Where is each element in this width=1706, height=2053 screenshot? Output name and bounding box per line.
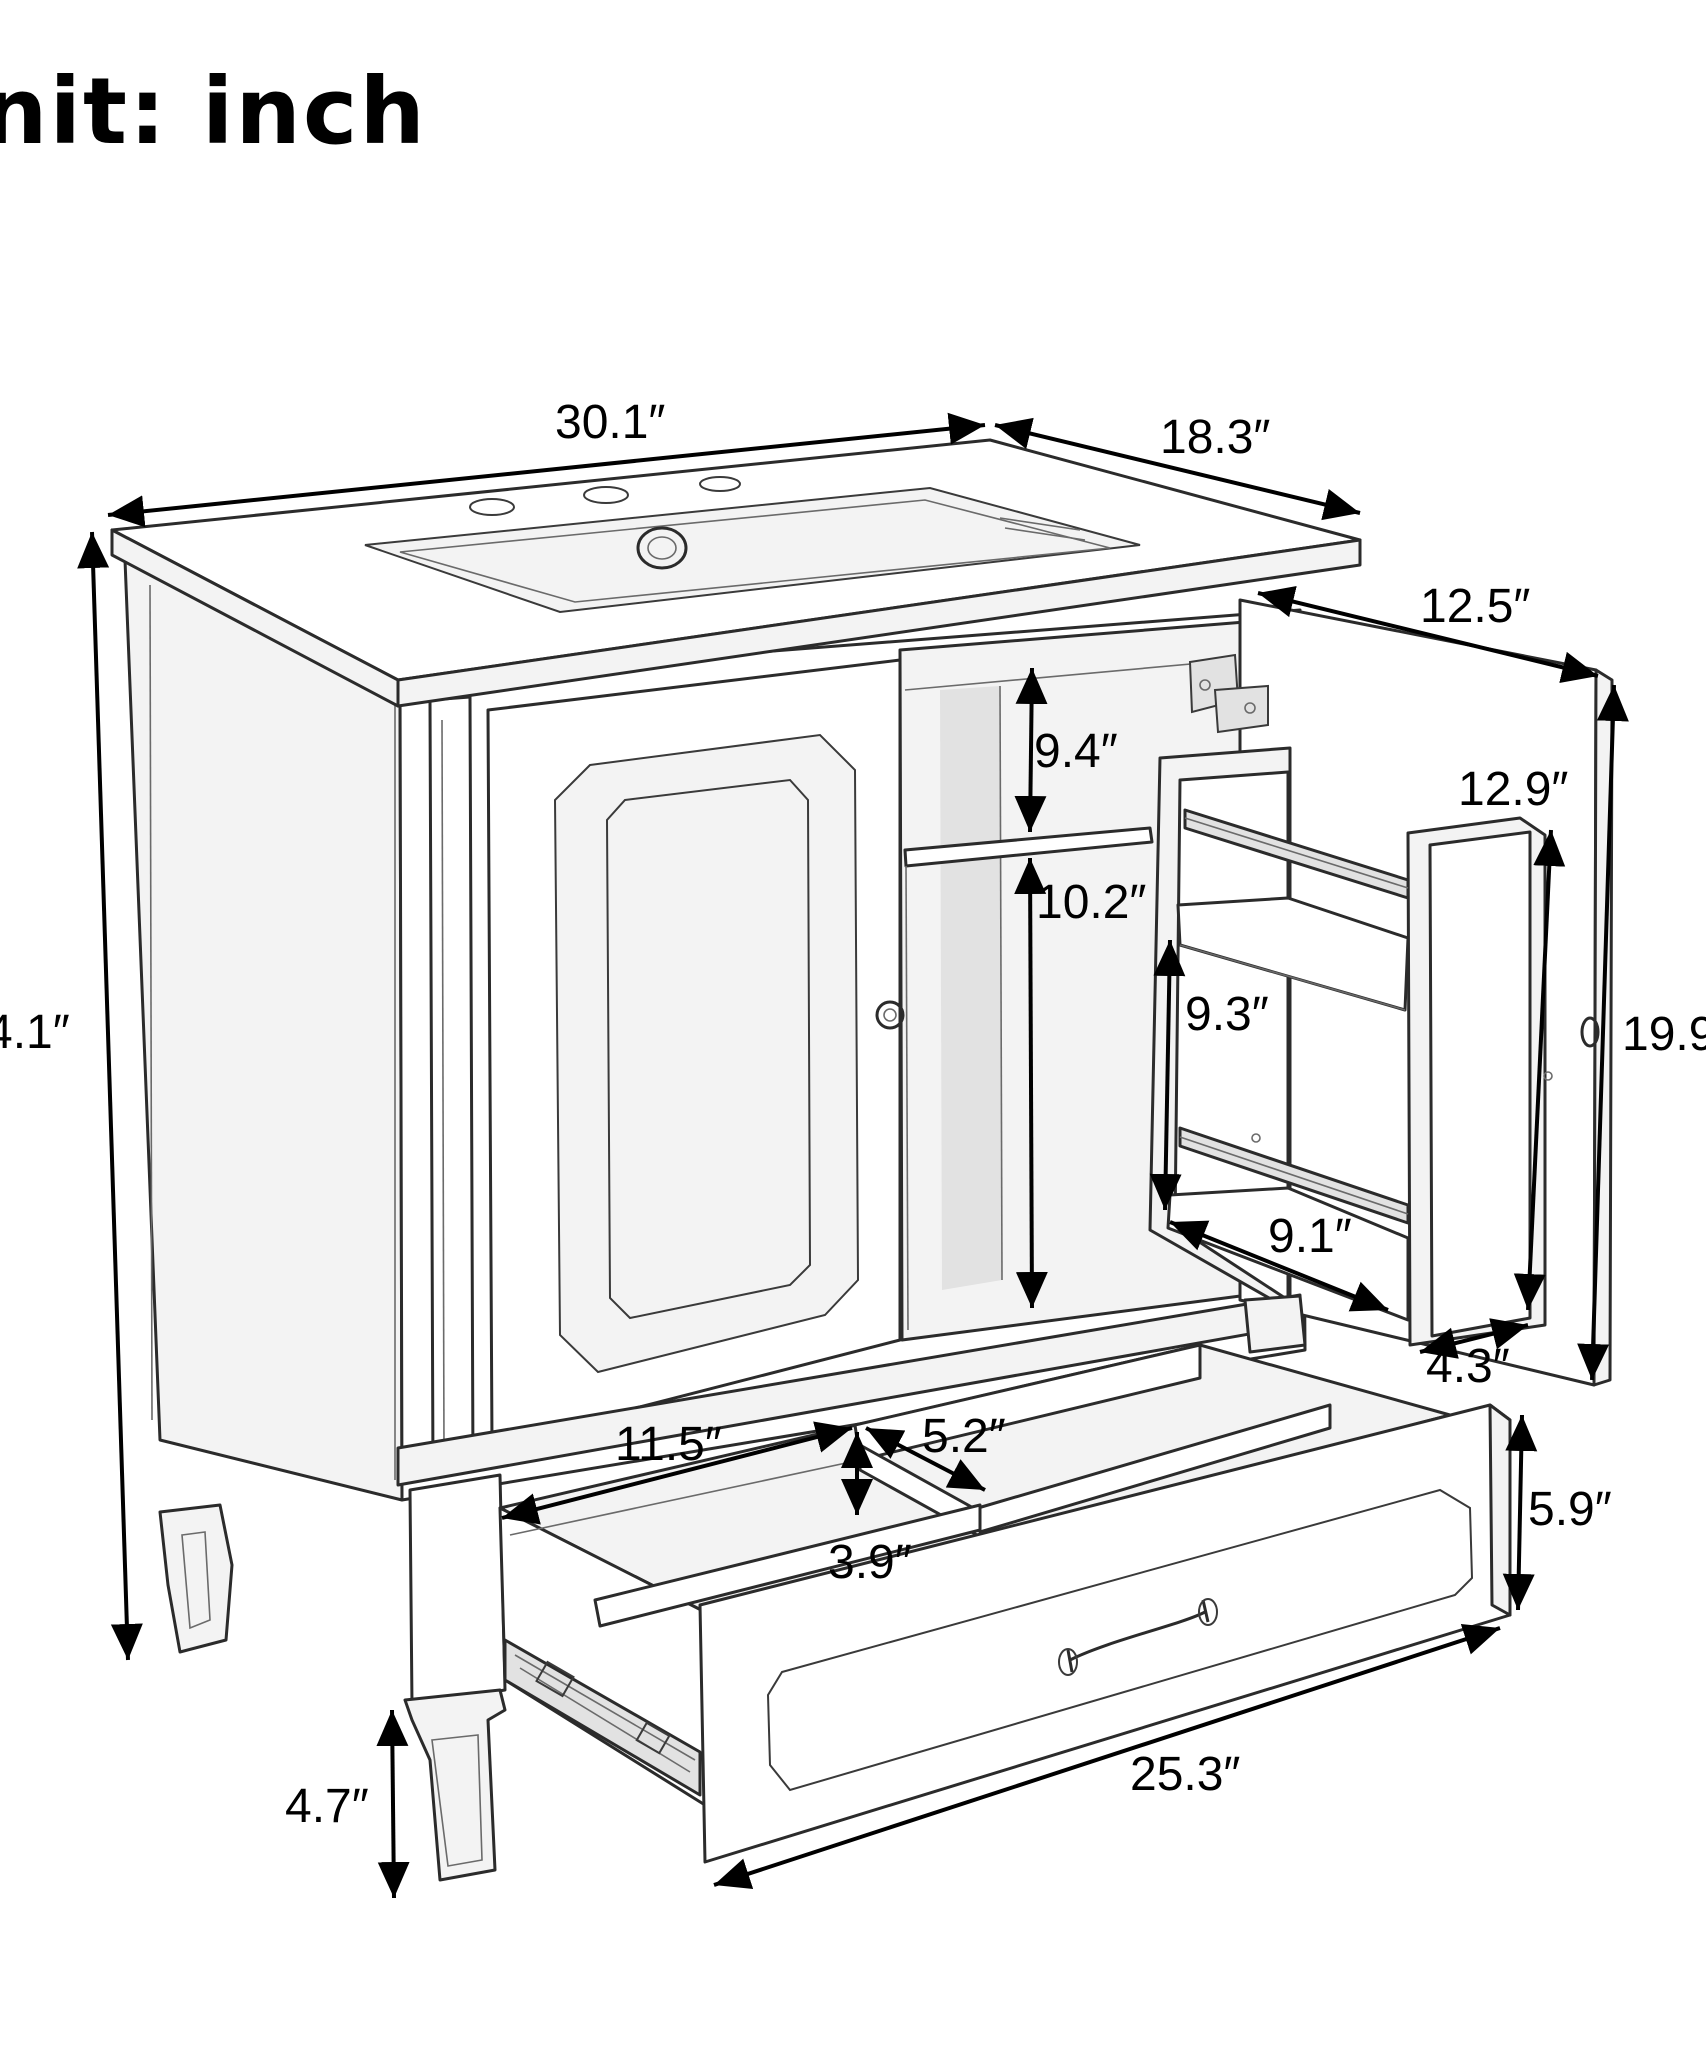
label-upper-opening-height: 9.4″ — [1034, 725, 1118, 778]
label-top-width: 30.1″ — [555, 396, 665, 449]
hinge-icon — [1188, 653, 1269, 734]
label-drawer-compartment-height: 3.9″ — [828, 1536, 912, 1589]
label-door-width: 12.5″ — [1420, 580, 1530, 633]
dimension-labels: 30.1″ 18.3″ 4.1″ 12.5″ 19.9 9.4″ 10.2″ 1… — [0, 396, 1706, 1833]
label-drawer-front-height: 5.9″ — [1528, 1483, 1612, 1536]
label-door-shelf-width: 9.1″ — [1268, 1210, 1352, 1263]
label-door-height: 19.9 — [1622, 1008, 1706, 1061]
drawer-slide — [503, 1638, 702, 1797]
label-door-shelf-height: 12.9″ — [1458, 763, 1568, 816]
label-drawer-compartment-width: 11.5″ — [615, 1418, 722, 1471]
label-drawer-width: 25.3″ — [1130, 1748, 1240, 1801]
label-door-shelf-depth: 4.3″ — [1426, 1340, 1510, 1393]
label-drawer-compartment-depth: 5.2″ — [922, 1410, 1006, 1463]
unit-heading: nit: inch — [0, 58, 427, 165]
label-lower-opening-height: 10.2″ — [1036, 876, 1146, 929]
label-overall-height: 4.1″ — [0, 1006, 70, 1059]
label-door-shelf-gap: 9.3″ — [1185, 988, 1269, 1041]
label-top-depth: 18.3″ — [1160, 411, 1270, 464]
label-leg-height: 4.7″ — [285, 1780, 369, 1833]
left-door — [486, 658, 905, 1447]
dimension-lines — [77, 412, 1629, 1899]
